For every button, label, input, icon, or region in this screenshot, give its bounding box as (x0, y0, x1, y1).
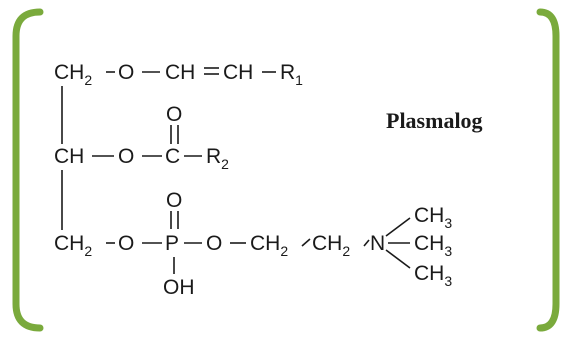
vinyl-carbon-b: CH (223, 61, 253, 84)
methyl-mid: CH3 (414, 232, 452, 259)
ethyl-ch2-a: CH2 (250, 232, 288, 259)
bond-ch2-ch2 (301, 238, 311, 247)
right-bracket (536, 8, 560, 332)
r2-group: R2 (206, 145, 229, 172)
methyl-top: CH3 (414, 204, 452, 231)
c2-methine: CH (54, 145, 84, 168)
c1-methylene: CH2 (54, 61, 92, 88)
ethyl-ch2-b: CH2 (312, 232, 350, 259)
carbonyl-oxygen: O (166, 103, 182, 126)
left-bracket (12, 8, 44, 332)
bond-ch2-n (363, 239, 370, 247)
choline-nitrogen: N (370, 232, 385, 255)
carbonyl-carbon: C (165, 145, 180, 168)
phosphorus-atom: P (165, 232, 179, 255)
ether-oxygen: O (118, 61, 134, 84)
bond-n-methyl-bot (385, 249, 411, 269)
molecule-name-caption: Plasmalog (386, 108, 483, 133)
r1-group: R1 (280, 61, 303, 88)
methyl-bot: CH3 (414, 262, 452, 289)
bond-n-methyl-top (385, 217, 411, 237)
vinyl-carbon-a: CH (165, 61, 195, 84)
phosphate-hydroxyl: OH (163, 276, 195, 299)
phosphoryl-oxygen: O (166, 189, 182, 212)
phosphate-oxygen-a: O (118, 232, 134, 255)
c3-methylene: CH2 (54, 232, 92, 259)
ester-oxygen: O (118, 145, 134, 168)
phosphate-oxygen-b: O (206, 232, 222, 255)
